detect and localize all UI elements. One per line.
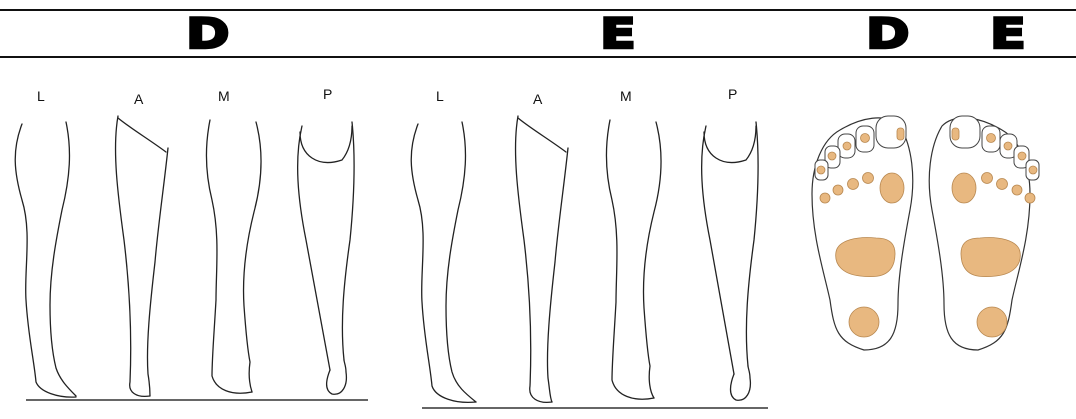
right-leg-lateral-view — [15, 122, 76, 397]
left-foot-sole — [929, 116, 1039, 350]
left-foot-heel-pad — [977, 307, 1007, 337]
left-leg-posterior-view — [702, 122, 759, 400]
left-leg-medial-view — [606, 120, 661, 399]
right-foot-heel-pad — [849, 307, 879, 337]
right-leg-anterior-view — [116, 116, 168, 396]
right-leg-posterior-view — [298, 122, 355, 394]
right-leg-medial-view — [206, 120, 261, 393]
left-leg-lateral-view — [411, 122, 476, 402]
left-leg-anterior-view — [516, 116, 568, 402]
right-foot-sole — [812, 116, 913, 350]
